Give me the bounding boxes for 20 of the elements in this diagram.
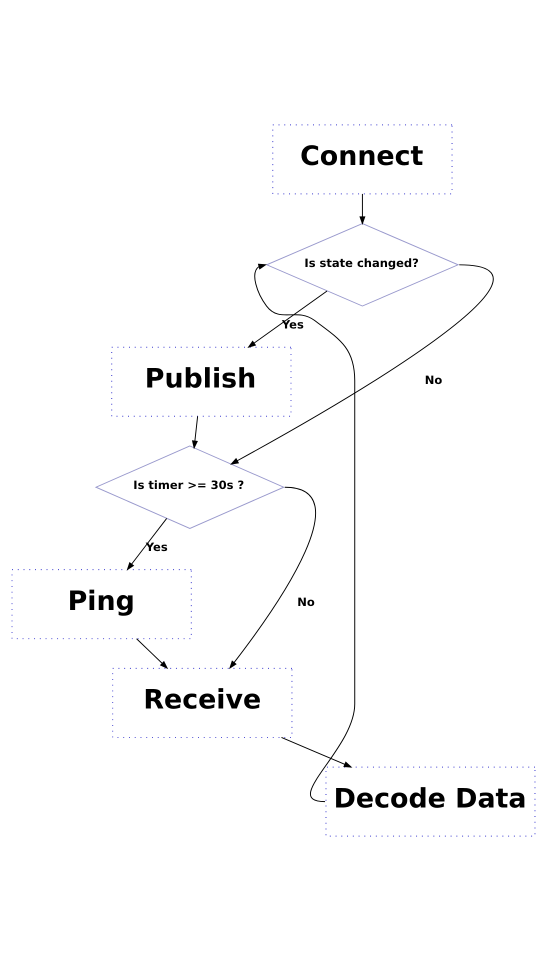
- node-diamond: Is state changed?: [266, 222, 460, 306]
- arrow: [126, 517, 168, 570]
- arrow: [229, 486, 316, 669]
- node-diamond: Is timer >= 30s ?: [94, 444, 285, 528]
- arrow: [281, 736, 352, 768]
- node-box: Publish: [111, 346, 292, 416]
- node-box: Decode Data: [326, 766, 536, 836]
- arrow: [254, 263, 356, 802]
- edge-label: No: [297, 594, 315, 609]
- edge-label: Yes: [146, 540, 168, 554]
- arrow: [359, 192, 366, 224]
- edge-label: Yes: [282, 317, 304, 332]
- arrow: [136, 638, 168, 669]
- node-box: Connect: [272, 124, 453, 194]
- edge-label: No: [424, 372, 442, 386]
- node-box: Receive: [112, 667, 292, 738]
- arrow: [192, 415, 198, 449]
- arrow: [230, 264, 494, 464]
- node-box: Ping: [12, 568, 192, 639]
- arrow: [247, 290, 328, 348]
